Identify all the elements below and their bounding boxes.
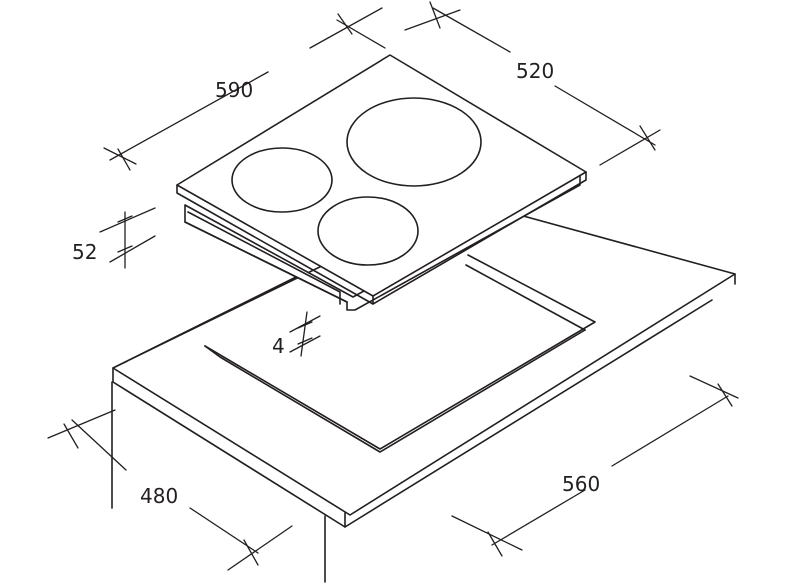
dimension-4: 4 <box>272 311 321 358</box>
hob-glass-top <box>176 54 587 305</box>
dimension-480: 480 <box>47 409 293 571</box>
dimension-label-480: 480 <box>140 484 178 508</box>
dimension-560: 560 <box>451 375 739 557</box>
dimension-label-590: 590 <box>215 78 253 102</box>
dimension-520: 520 <box>404 1 661 166</box>
dimension-52: 52 <box>72 207 156 269</box>
cooking-zone-front <box>317 196 419 266</box>
cooking-zone-left <box>231 147 333 213</box>
dimension-label-520: 520 <box>516 59 554 83</box>
worktop-cutout <box>204 254 596 453</box>
dimension-label-560: 560 <box>562 472 600 496</box>
dimension-label-52: 52 <box>72 240 97 264</box>
dimension-label-4: 4 <box>272 334 285 358</box>
cooking-zone-large <box>346 97 482 187</box>
dimension-590: 590 <box>103 7 386 171</box>
